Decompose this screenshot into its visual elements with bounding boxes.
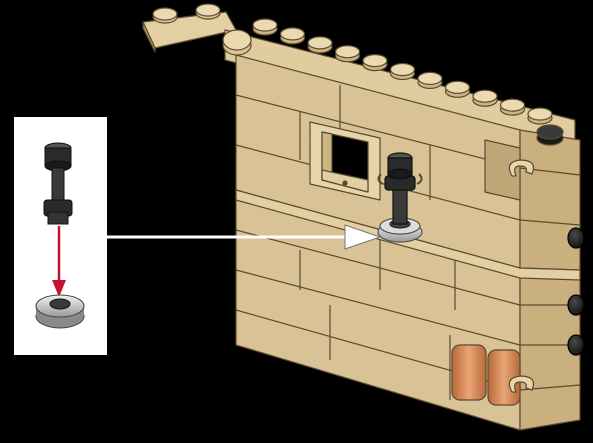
corner-stud [537, 125, 563, 145]
hinge-plate-top-left [143, 4, 236, 52]
top-stud [391, 64, 415, 80]
top-stud [446, 81, 470, 97]
top-stud [336, 46, 360, 62]
top-stud [473, 90, 497, 106]
top-stud [418, 72, 442, 88]
top-stud [253, 19, 277, 35]
top-stud [363, 55, 387, 71]
top-stud [308, 37, 332, 53]
hinge-joint [223, 30, 251, 55]
lego-wall-model [143, 4, 584, 430]
top-stud [528, 108, 552, 124]
top-stud [281, 28, 305, 44]
top-stud [501, 99, 525, 115]
callout-box [14, 117, 107, 355]
lego-round-plate-icon [36, 295, 84, 328]
